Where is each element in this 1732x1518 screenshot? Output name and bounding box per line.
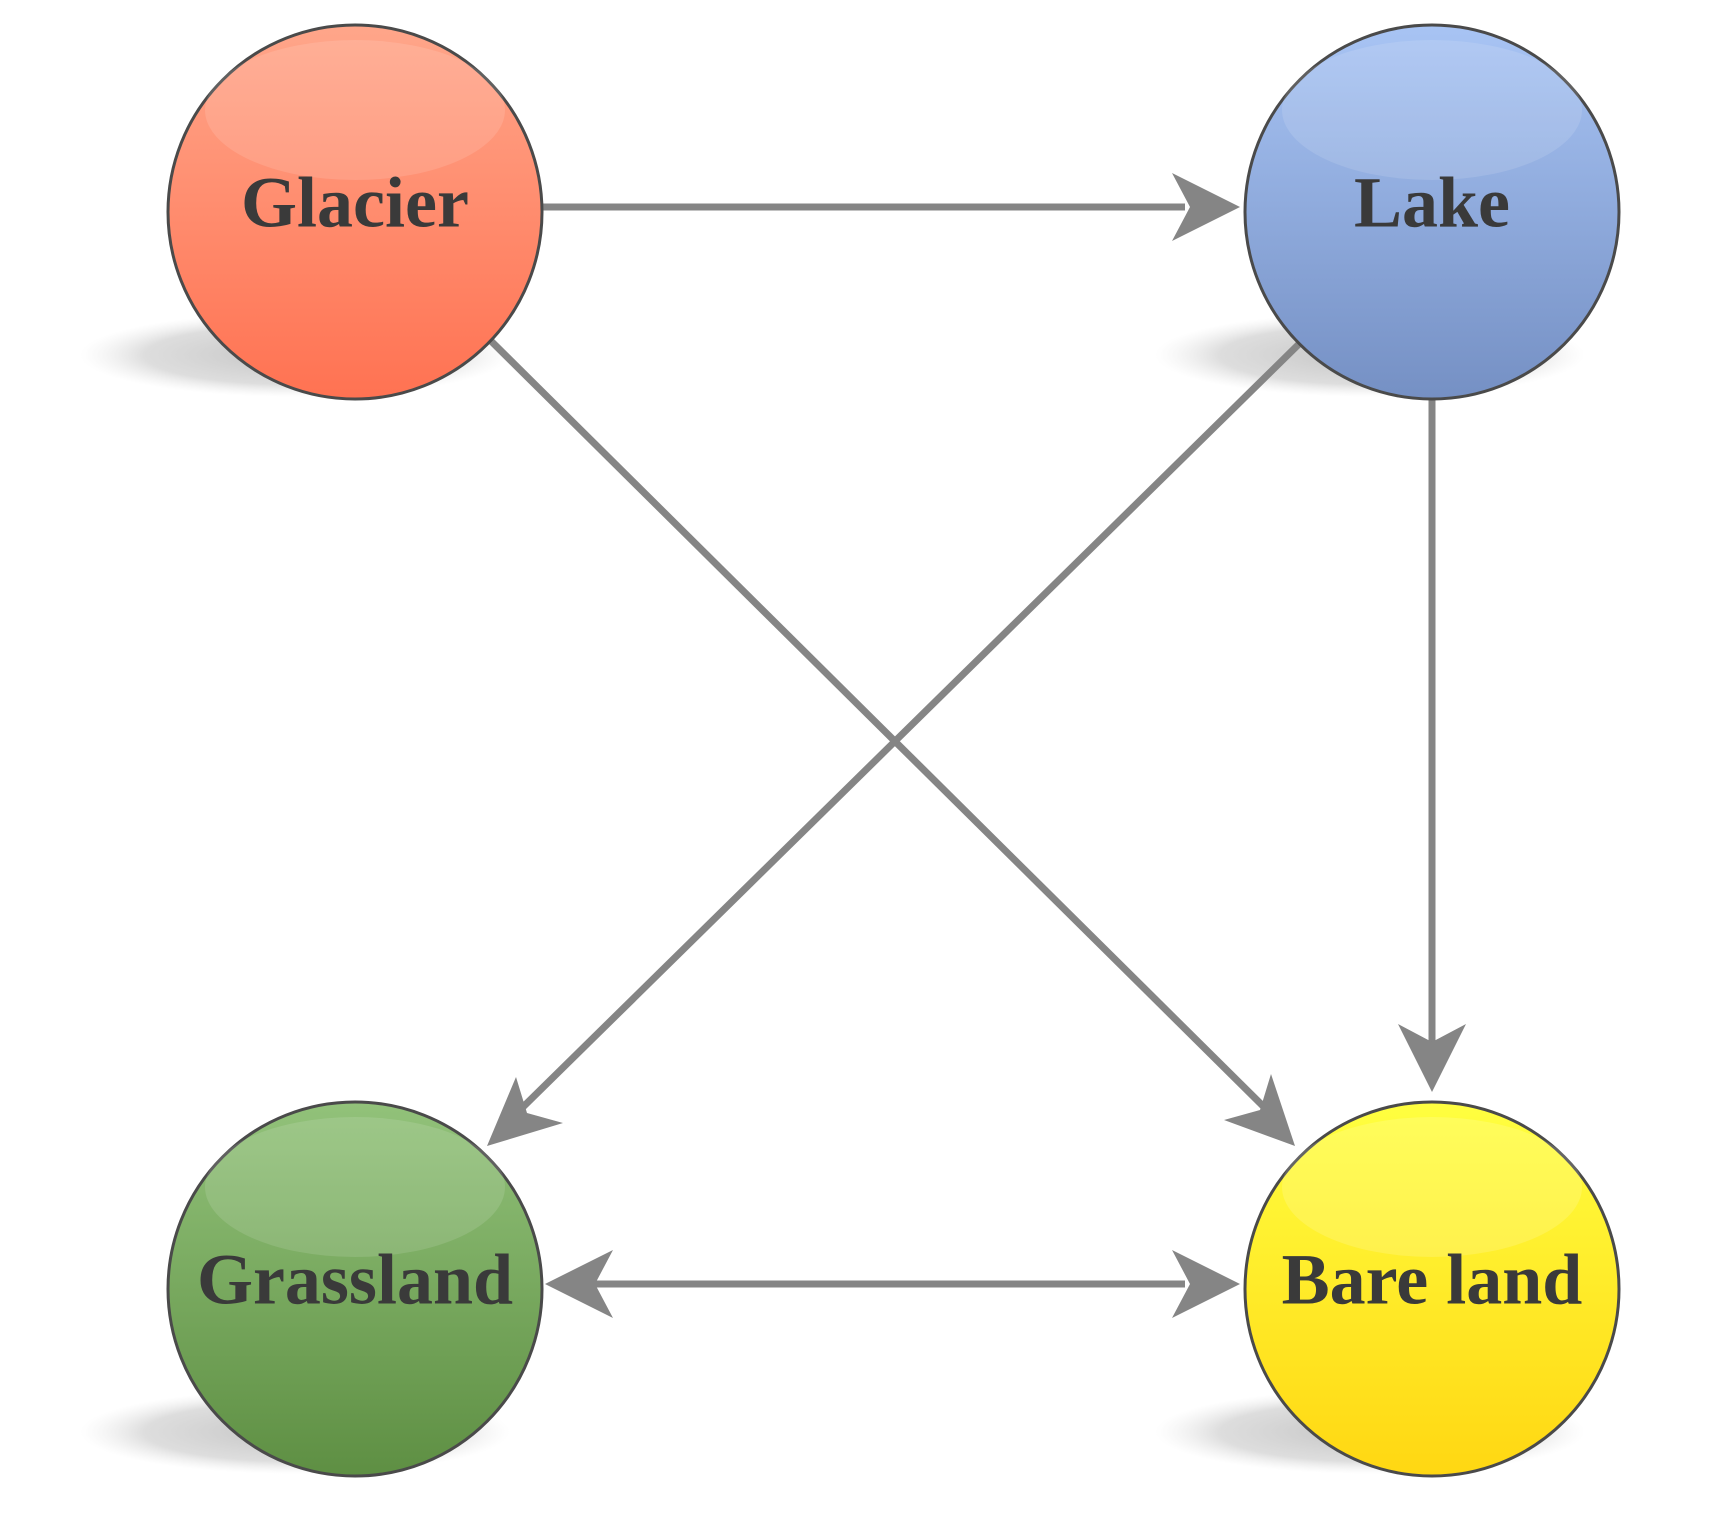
node-bareland: Bare land xyxy=(1243,1100,1621,1478)
edge-glacier-to-lake xyxy=(540,173,1240,241)
node-label-grassland: Grassland xyxy=(197,1240,513,1320)
arrowhead xyxy=(1398,1024,1466,1092)
edge-glacier-to-bareland xyxy=(487,337,1295,1146)
arrowhead-left xyxy=(545,1250,613,1318)
arrowhead-right xyxy=(1172,1250,1240,1318)
node-grassland: Grassland xyxy=(166,1100,544,1478)
edge-grassland-bareland-bidirectional xyxy=(545,1250,1240,1318)
node-label-glacier: Glacier xyxy=(241,163,469,243)
arrowhead xyxy=(1224,1074,1295,1146)
arrowhead xyxy=(487,1077,563,1146)
arrowhead xyxy=(1172,173,1240,241)
node-glacier: Glacier xyxy=(166,23,544,401)
node-label-lake: Lake xyxy=(1354,163,1510,243)
node-lake: Lake xyxy=(1243,23,1621,401)
node-label-bareland: Bare land xyxy=(1282,1240,1583,1320)
edge-lake-to-grassland xyxy=(487,340,1303,1146)
edge-lake-to-bareland xyxy=(1398,396,1466,1092)
